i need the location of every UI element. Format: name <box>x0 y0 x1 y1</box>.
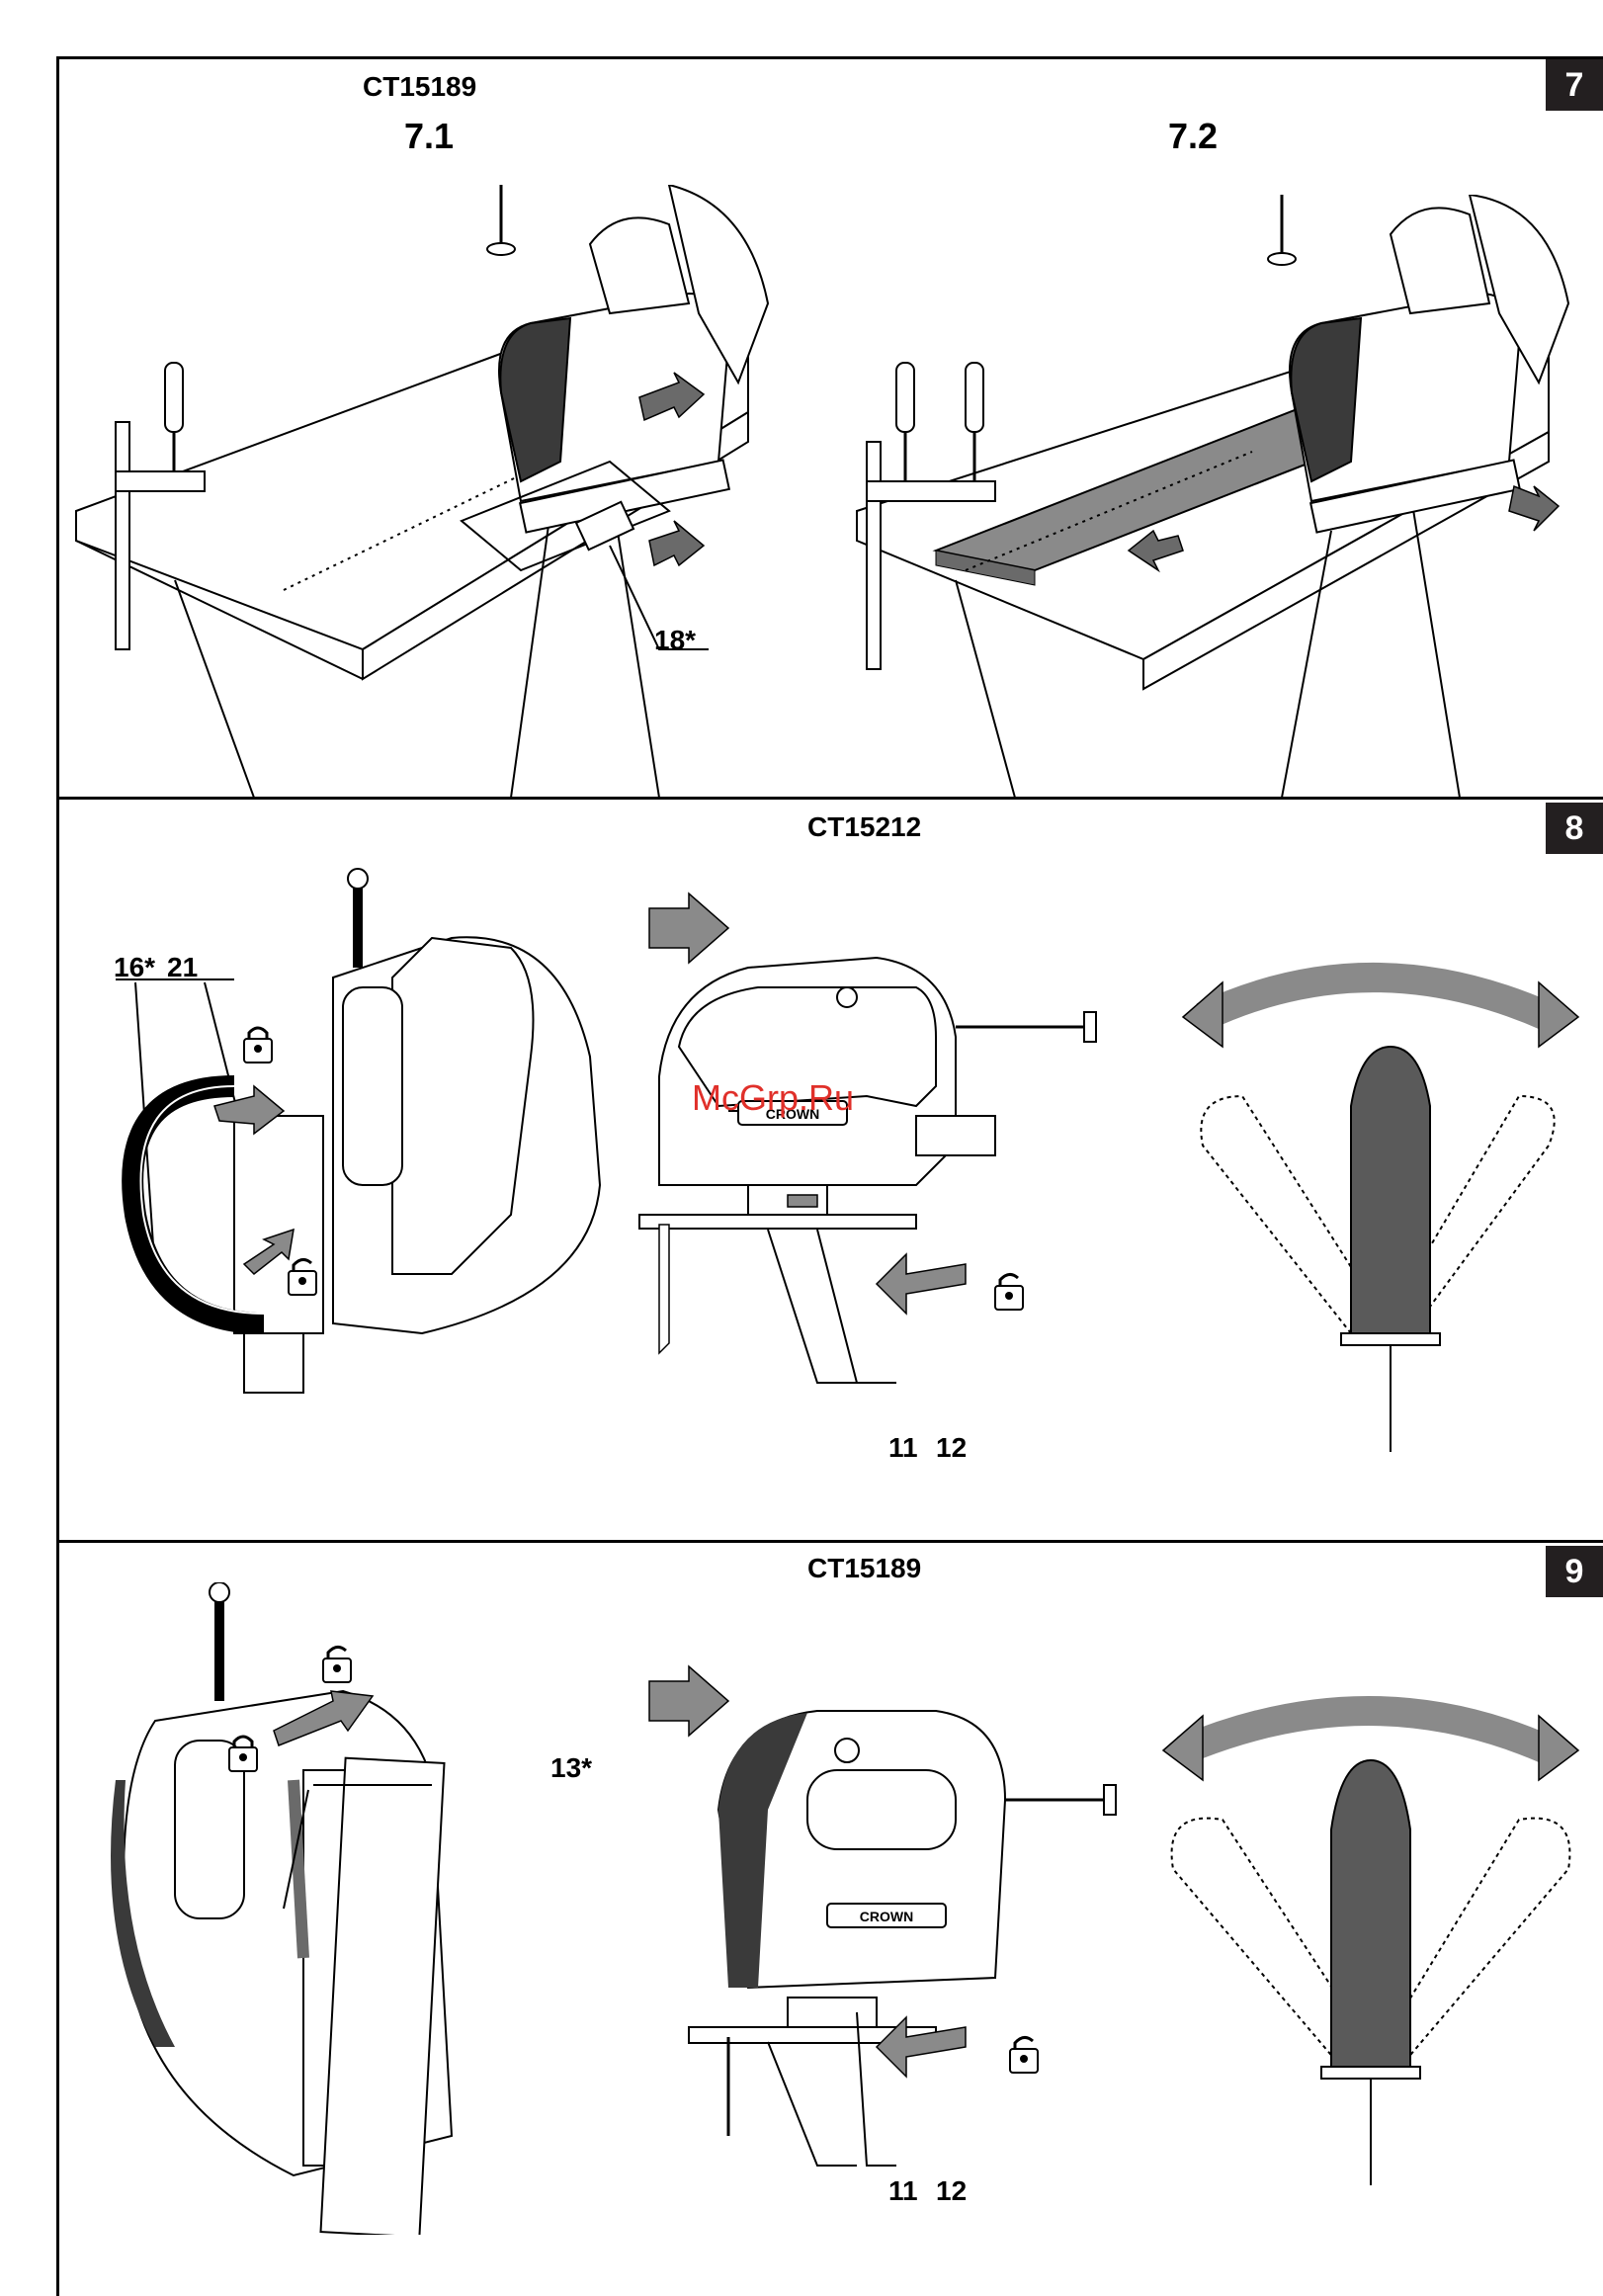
callout-12: 12 <box>936 2175 967 2207</box>
panel-label-7-1: 7.1 <box>404 116 454 157</box>
figure-9: 9 CT15189 13* <box>56 1543 1603 2296</box>
model-label: CT15189 <box>363 71 476 103</box>
callout-18: 18* <box>654 625 696 656</box>
jigsaw-side-view: CROWN <box>620 1661 1153 2175</box>
blade-change-illustration <box>96 859 610 1412</box>
figure-number: 7 <box>1546 59 1603 111</box>
callout-11: 11 <box>888 1432 918 1464</box>
bevel-angle-illustration <box>1153 1671 1588 2185</box>
jigsaw-cutting-illustration-7-2 <box>837 195 1598 798</box>
callout-12: 12 <box>936 1432 967 1464</box>
brand-text: CROWN <box>860 1909 913 1924</box>
model-label: CT15189 <box>807 1553 921 1584</box>
panel-label-7-2: 7.2 <box>1168 116 1218 157</box>
watermark: McGrp.Ru <box>692 1077 854 1119</box>
model-label: CT15212 <box>807 811 921 843</box>
jigsaw-cutting-illustration-7-1 <box>56 185 807 798</box>
figure-number: 9 <box>1546 1546 1603 1597</box>
callout-11: 11 <box>888 2175 918 2207</box>
blade-lever-illustration <box>96 1582 600 2235</box>
jigsaw-side-view: CROWN <box>620 889 1153 1403</box>
bevel-angle-illustration <box>1173 938 1588 1452</box>
figure-7: 7 CT15189 7.1 7.2 <box>56 56 1603 800</box>
figure-8: 8 CT15212 16* 21 <box>56 800 1603 1543</box>
figure-number: 8 <box>1546 803 1603 854</box>
